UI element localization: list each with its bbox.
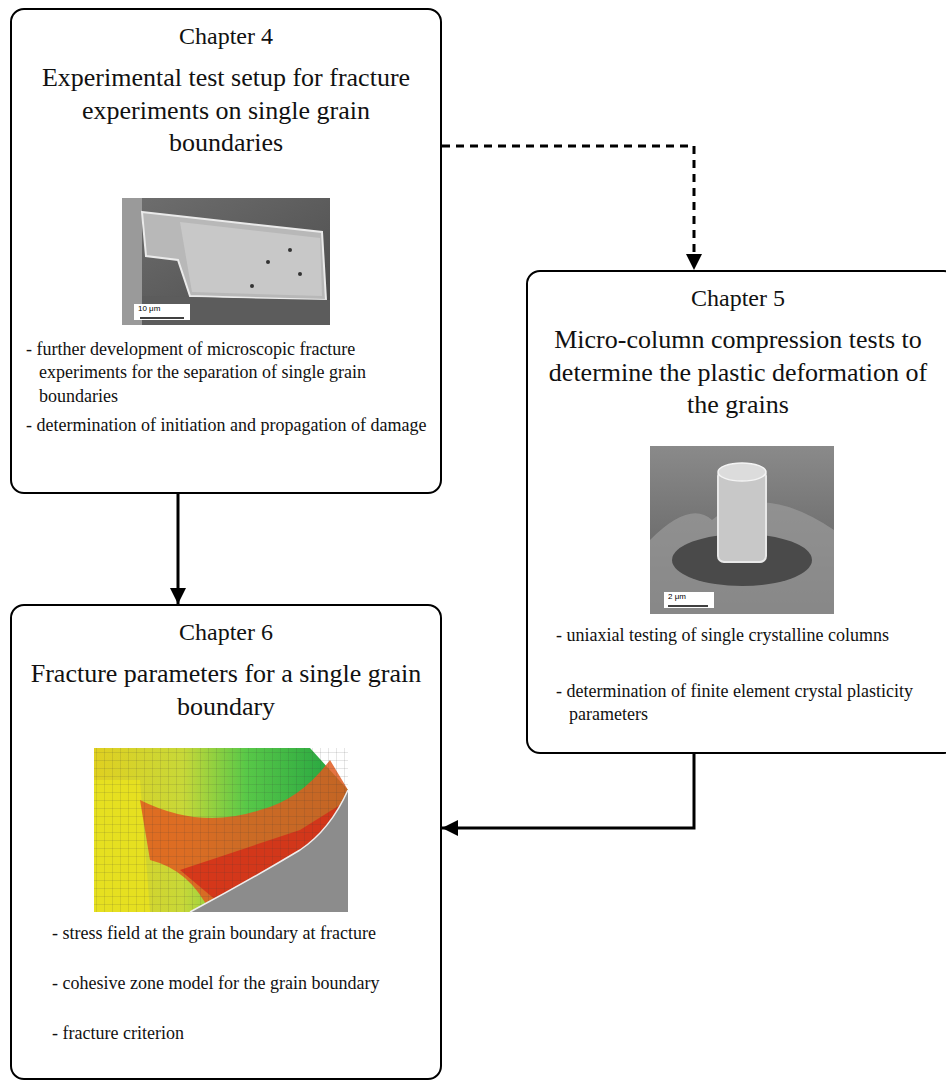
bullet-item: - cohesive zone model for the grain boun… [52,972,432,995]
sem-micro-column-image [650,446,834,614]
chapter-number: Chapter 6 [12,618,440,647]
chapter-box: Chapter 4 Experimental test setup for fra… [10,8,442,494]
chapter-title: Fracture parameters for a single grain b… [26,658,426,723]
scale-bar-label: 10 μm [136,305,162,314]
chapter-box: Chapter 5 Micro-column compression tests … [526,270,946,754]
chapter-box: Chapter 6 Fracture parameters for a singl… [10,604,442,1080]
solid-arrow [177,494,180,604]
bullet-item: - fracture criterion [52,1022,432,1045]
bullet-item: - stress field at the grain boundary at … [52,922,432,945]
scale-bar-label: 2 μm [666,593,688,602]
bullet-item: - determination of finite element crysta… [556,680,946,727]
chapter-title: Experimental test setup for fracture exp… [26,62,426,160]
bullet-item: - determination of initiation and propag… [26,414,436,437]
bullet-item: - uniaxial testing of single crystalline… [556,624,946,647]
chapter-number: Chapter 4 [12,22,440,51]
chapter-number: Chapter 5 [528,284,946,313]
dashed-arrow [442,146,694,270]
sem-cantilever-image [122,198,330,325]
fem-stress-field-image [94,748,348,912]
chapter-title: Micro-column compression tests to determ… [542,324,934,422]
solid-arrow [442,754,694,828]
bullet-item: - further development of microscopic fra… [26,338,436,408]
